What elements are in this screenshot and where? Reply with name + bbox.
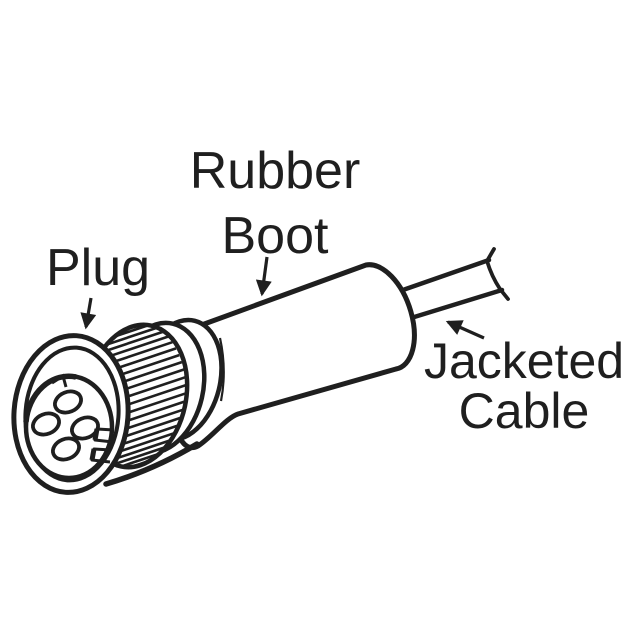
socket-hole-left <box>31 411 61 437</box>
plug-label: Plug <box>45 239 151 297</box>
jacketed-cable-label: Jacketed Cable <box>423 333 625 439</box>
socket-hole-bottom <box>51 436 81 462</box>
keyway-tabs <box>89 427 115 464</box>
cable-break-symbol <box>484 247 510 301</box>
plug-arrow <box>80 297 97 330</box>
jacketed-cable-shape <box>397 247 510 321</box>
socket-holes <box>31 389 100 462</box>
insert-shadow-arc <box>23 373 77 423</box>
jacketed-cable-arrow <box>445 320 485 340</box>
insert-polarizing-notch <box>51 373 68 388</box>
rubber-boot-arrow <box>255 256 272 297</box>
bottom-outline-arc <box>103 441 200 487</box>
socket-hole-top <box>53 389 83 415</box>
rubber-boot-label: Rubber Boot <box>189 142 361 265</box>
socket-hole-right <box>70 415 100 441</box>
